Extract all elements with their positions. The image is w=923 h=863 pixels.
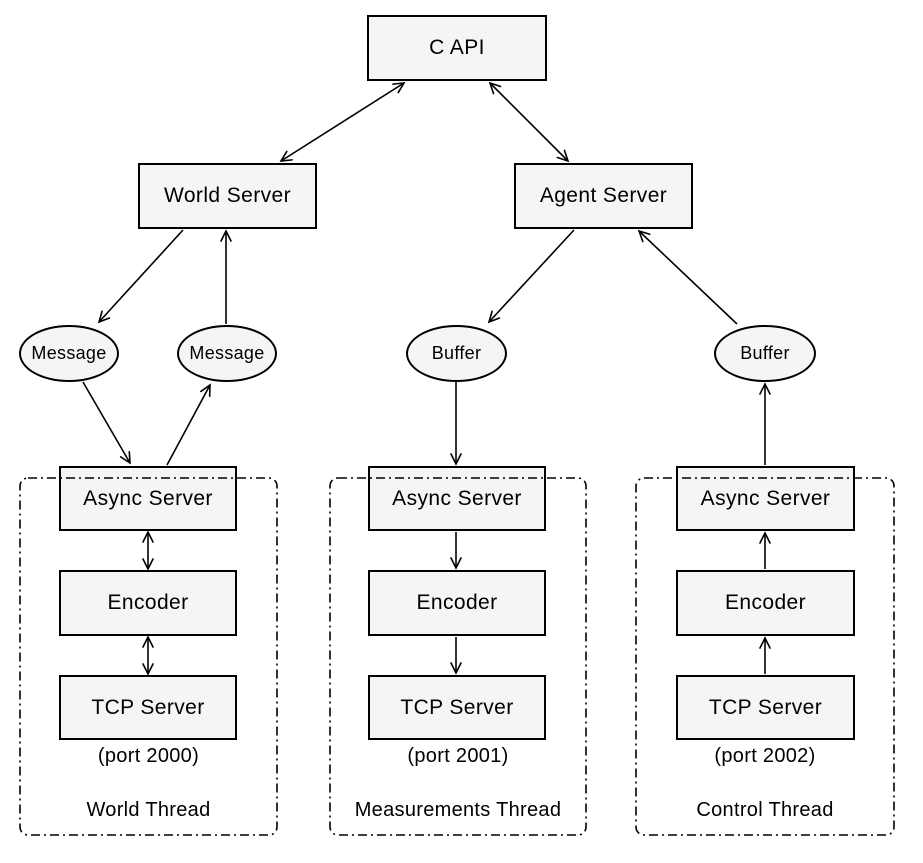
node-message-left: Message [19, 325, 119, 382]
node-agent-server: Agent Server [514, 163, 693, 229]
node-async-server-control: Async Server [676, 466, 855, 531]
arrow-async-world-to-message-right [166, 385, 210, 466]
node-tcp-server-measurements: TCP Server [368, 675, 546, 740]
node-buffer-left: Buffer [406, 325, 507, 382]
thread-label-control: Control Thread [696, 799, 834, 821]
port-label-measurements: (port 2001) [407, 745, 509, 767]
arrow-message-left-to-async-world [82, 381, 130, 463]
node-buffer-right: Buffer [714, 325, 816, 382]
node-world-server: World Server [138, 163, 317, 229]
node-encoder-measurements: Encoder [368, 570, 546, 636]
node-tcp-server-world: TCP Server [59, 675, 237, 740]
thread-label-world: World Thread [86, 799, 211, 821]
node-async-server-measurements: Async Server [368, 466, 546, 531]
port-label-control: (port 2002) [714, 745, 816, 767]
measurements-thread-container [329, 477, 587, 836]
node-message-right: Message [177, 325, 277, 382]
world-thread-container [19, 477, 278, 836]
node-encoder-control: Encoder [676, 570, 855, 636]
arrow-buffer-right-to-agentserver [639, 231, 738, 325]
thread-label-measurements: Measurements Thread [354, 799, 562, 821]
arrow-capi-agentserver [490, 83, 568, 161]
node-async-server-world: Async Server [59, 466, 237, 531]
control-thread-container [635, 477, 895, 836]
arrow-worldserver-to-message-left [99, 229, 184, 322]
node-tcp-server-control: TCP Server [676, 675, 855, 740]
port-label-world: (port 2000) [97, 745, 200, 767]
node-encoder-world: Encoder [59, 570, 237, 636]
arrow-agentserver-to-buffer-left [489, 229, 575, 322]
arrow-capi-worldserver [281, 83, 404, 161]
node-c-api: C API [367, 15, 547, 81]
